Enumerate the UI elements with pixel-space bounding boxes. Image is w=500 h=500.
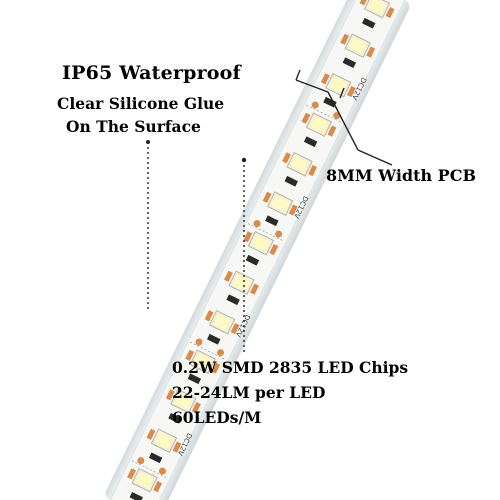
solder-pad-icon	[327, 125, 337, 137]
solder-pad-icon	[359, 0, 369, 6]
solder-pad-icon	[158, 467, 166, 475]
solder-pad-icon	[288, 204, 298, 216]
led-chip-icon	[305, 112, 333, 137]
solder-pad-icon	[172, 441, 182, 453]
led-chip-icon	[325, 72, 352, 98]
surface-label: On The Surface	[66, 117, 201, 136]
led-chip-icon	[247, 230, 275, 256]
led-chip-icon	[363, 0, 391, 19]
resistor-icon	[303, 136, 318, 148]
silicone-glue-label: Clear Silicone Glue	[57, 94, 225, 113]
led-chip-icon	[208, 309, 236, 335]
lumen-spec-label: 22-24LM per LED	[172, 383, 326, 402]
led-chip-icon	[228, 270, 255, 295]
solder-pad-icon	[153, 481, 163, 493]
led-chip-icon	[267, 191, 294, 216]
led-chip-icon	[170, 388, 197, 414]
solder-pad-icon	[308, 164, 318, 177]
resistor-icon	[207, 333, 221, 345]
solder-pad-icon	[127, 468, 137, 480]
solder-pad-icon	[320, 73, 330, 85]
solder-pad-icon	[275, 230, 283, 238]
solder-pad-icon	[146, 428, 156, 440]
resistor-icon	[284, 175, 298, 187]
led-chip-icon	[189, 349, 216, 374]
density-spec-label: 60LEDs/M	[172, 408, 262, 427]
led-chip-icon	[344, 33, 371, 58]
led-chip-spec-label: 0.2W SMD 2835 LED Chips	[172, 358, 409, 377]
resistor-icon	[168, 412, 182, 424]
solder-pad-icon	[253, 220, 261, 228]
solder-pad-icon	[211, 362, 221, 374]
solder-pad-icon	[195, 338, 203, 346]
pcb-width-label: 8MM Width PCB	[326, 166, 476, 185]
solder-pad-icon	[204, 310, 214, 322]
solder-pad-icon	[311, 101, 319, 109]
solder-pad-icon	[243, 231, 253, 243]
solder-pad-icon	[185, 349, 195, 361]
led-chip-icon	[286, 151, 313, 177]
solder-pad-icon	[250, 283, 259, 295]
callout-lines	[146, 69, 393, 352]
led-chip-icon	[150, 428, 178, 453]
solder-pad-icon	[137, 457, 145, 465]
resistor-icon	[187, 373, 202, 385]
resistor-icon	[362, 17, 376, 29]
solder-pad-icon	[191, 402, 201, 414]
resistor-icon	[148, 452, 163, 464]
solder-pad-icon	[223, 270, 233, 282]
resistor-icon	[342, 57, 357, 69]
solder-pad-icon	[282, 152, 292, 164]
led-chip-icon	[131, 467, 158, 493]
solder-pad-icon	[301, 112, 311, 124]
resistor-icon	[226, 294, 240, 306]
solder-pad-icon	[217, 349, 225, 357]
solder-pad-icon	[230, 323, 240, 335]
resistor-icon	[265, 215, 279, 227]
solder-pad-icon	[346, 85, 356, 98]
solder-pad-icon	[269, 243, 279, 256]
solder-pad-icon	[366, 46, 376, 58]
solder-pad-icon	[340, 33, 350, 45]
solder-pad-icon	[262, 191, 272, 203]
solder-pad-icon	[385, 6, 395, 19]
solder-pad-icon	[165, 389, 175, 401]
waterproof-title: IP65 Waterproof	[62, 62, 241, 84]
resistor-icon	[245, 254, 260, 266]
resistor-icon	[323, 96, 337, 108]
